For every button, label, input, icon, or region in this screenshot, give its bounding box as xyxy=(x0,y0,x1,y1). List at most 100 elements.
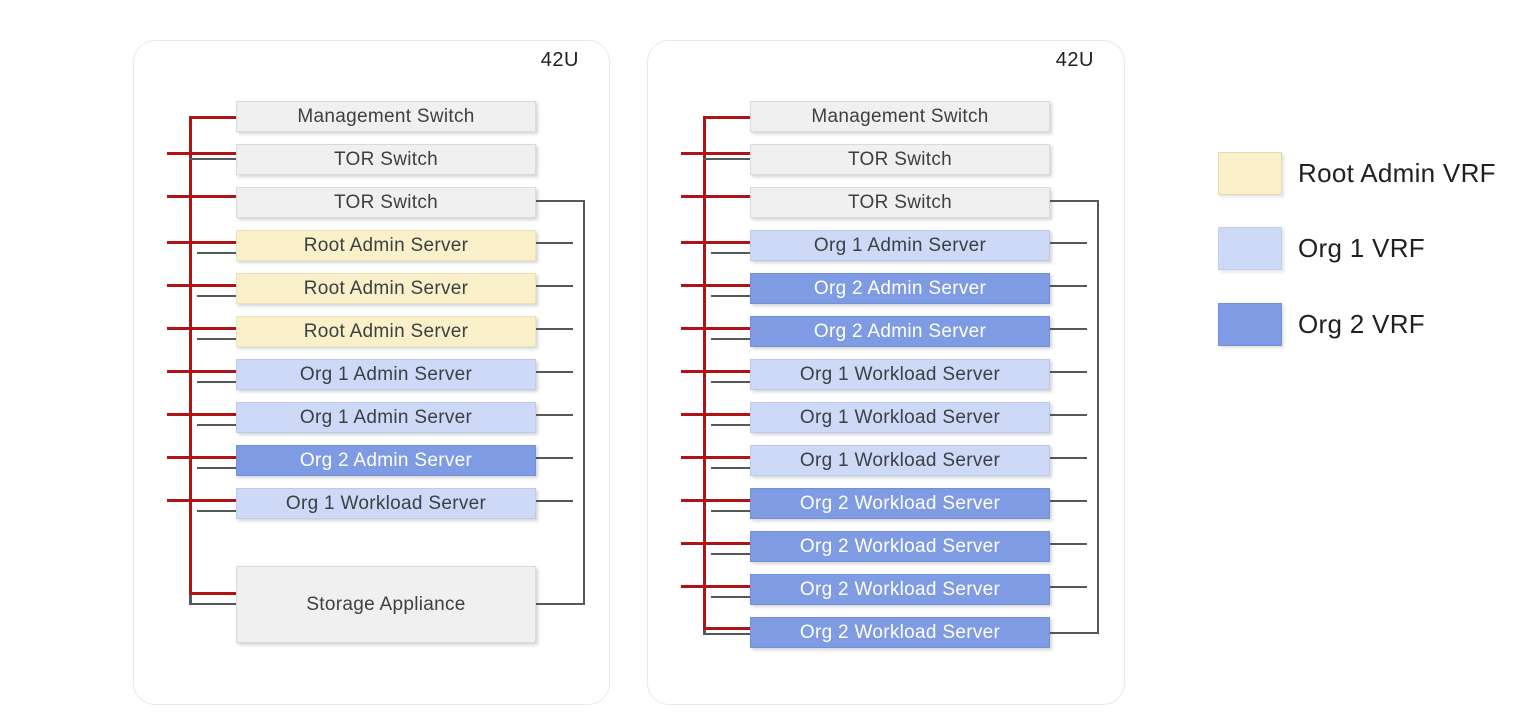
node-org-2-admin-server: Org 2 Admin Server xyxy=(750,273,1050,304)
management-network-line xyxy=(167,455,236,459)
management-network-line xyxy=(703,115,750,119)
legend-label: Org 2 VRF xyxy=(1298,309,1425,339)
node-tor-switch: TOR Switch xyxy=(236,187,536,218)
node-org-1-workload-server: Org 1 Workload Server xyxy=(750,359,1050,390)
data-network-line xyxy=(1050,413,1087,417)
legend-label: Root Admin VRF xyxy=(1298,158,1496,188)
management-network-line xyxy=(681,369,750,373)
management-network-line xyxy=(167,194,236,198)
node-storage-appliance: Storage Appliance xyxy=(236,566,536,643)
data-network-line xyxy=(711,380,750,384)
data-network-line xyxy=(703,632,750,636)
data-network-line xyxy=(1050,241,1087,245)
data-network-line xyxy=(711,251,750,255)
node-org-1-admin-server: Org 1 Admin Server xyxy=(236,402,536,433)
data-network-line xyxy=(711,552,750,556)
data-network-line xyxy=(582,199,586,606)
rack-capacity-label: 42U xyxy=(1055,49,1094,71)
node-management-switch: Management Switch xyxy=(750,101,1050,132)
data-network-line xyxy=(189,602,236,606)
management-network-line xyxy=(167,326,236,330)
node-management-switch: Management Switch xyxy=(236,101,536,132)
node-org-1-workload-server: Org 1 Workload Server xyxy=(750,445,1050,476)
rack-capacity-label: 42U xyxy=(540,49,579,71)
data-network-line xyxy=(536,327,573,331)
management-network-line xyxy=(681,455,750,459)
data-network-line xyxy=(1050,585,1087,589)
management-network-line xyxy=(681,498,750,502)
data-network-line xyxy=(536,284,573,288)
node-org-2-admin-server: Org 2 Admin Server xyxy=(236,445,536,476)
node-org-2-admin-server: Org 2 Admin Server xyxy=(750,316,1050,347)
management-network-line xyxy=(167,412,236,416)
data-network-line xyxy=(1050,370,1087,374)
management-network-line xyxy=(189,115,236,119)
node-org-1-admin-server: Org 1 Admin Server xyxy=(236,359,536,390)
legend-label: Org 1 VRF xyxy=(1298,233,1425,263)
data-network-line xyxy=(711,595,750,599)
node-root-admin-server: Root Admin Server xyxy=(236,273,536,304)
data-network-line xyxy=(711,337,750,341)
management-network-line xyxy=(681,412,750,416)
management-network-line xyxy=(681,151,750,155)
management-network-line xyxy=(703,626,750,630)
node-org-2-workload-server: Org 2 Workload Server xyxy=(750,488,1050,519)
data-network-line xyxy=(711,294,750,298)
management-network-line xyxy=(681,541,750,545)
data-network-line xyxy=(1050,284,1087,288)
management-network-line xyxy=(681,194,750,198)
data-network-line xyxy=(711,466,750,470)
data-network-line xyxy=(197,466,236,470)
legend-item-root-admin-vrf: Root Admin VRF xyxy=(1218,152,1496,195)
data-network-line xyxy=(1050,456,1087,460)
management-network-line xyxy=(167,283,236,287)
data-network-line xyxy=(703,157,750,161)
data-network-line xyxy=(711,509,750,513)
data-network-line xyxy=(197,380,236,384)
data-network-line xyxy=(536,602,586,606)
management-network-line xyxy=(681,326,750,330)
node-org-1-admin-server: Org 1 Admin Server xyxy=(750,230,1050,261)
node-org-1-workload-server: Org 1 Workload Server xyxy=(236,488,536,519)
data-network-line xyxy=(189,157,236,161)
management-network-line xyxy=(167,151,236,155)
data-network-line xyxy=(197,251,236,255)
data-network-line xyxy=(536,413,573,417)
node-org-1-workload-server: Org 1 Workload Server xyxy=(750,402,1050,433)
management-network-line xyxy=(681,283,750,287)
legend-swatch-root-admin-vrf xyxy=(1218,152,1282,195)
node-root-admin-server: Root Admin Server xyxy=(236,230,536,261)
node-org-2-workload-server: Org 2 Workload Server xyxy=(750,617,1050,648)
legend-swatch-org-1-vrf xyxy=(1218,227,1282,270)
data-network-line xyxy=(197,337,236,341)
data-network-line xyxy=(1050,327,1087,331)
data-network-line xyxy=(197,294,236,298)
data-network-line xyxy=(1050,631,1100,635)
data-network-line xyxy=(536,241,573,245)
node-tor-switch: TOR Switch xyxy=(236,144,536,175)
management-network-line xyxy=(703,115,706,630)
data-network-line xyxy=(1050,542,1087,546)
node-org-2-workload-server: Org 2 Workload Server xyxy=(750,531,1050,562)
data-network-line xyxy=(1050,199,1100,203)
management-network-line xyxy=(681,240,750,244)
node-org-2-workload-server: Org 2 Workload Server xyxy=(750,574,1050,605)
management-network-line xyxy=(167,240,236,244)
legend-item-org-1-vrf: Org 1 VRF xyxy=(1218,227,1425,270)
node-root-admin-server: Root Admin Server xyxy=(236,316,536,347)
management-network-line xyxy=(681,584,750,588)
data-network-line xyxy=(536,199,586,203)
data-network-line xyxy=(197,509,236,513)
node-tor-switch: TOR Switch xyxy=(750,144,1050,175)
management-network-line xyxy=(189,591,236,595)
management-network-line xyxy=(167,498,236,502)
data-network-line xyxy=(1050,499,1087,503)
node-tor-switch: TOR Switch xyxy=(750,187,1050,218)
data-network-line xyxy=(197,423,236,427)
management-network-line xyxy=(167,369,236,373)
data-network-line xyxy=(536,370,573,374)
data-network-line xyxy=(1096,199,1100,635)
